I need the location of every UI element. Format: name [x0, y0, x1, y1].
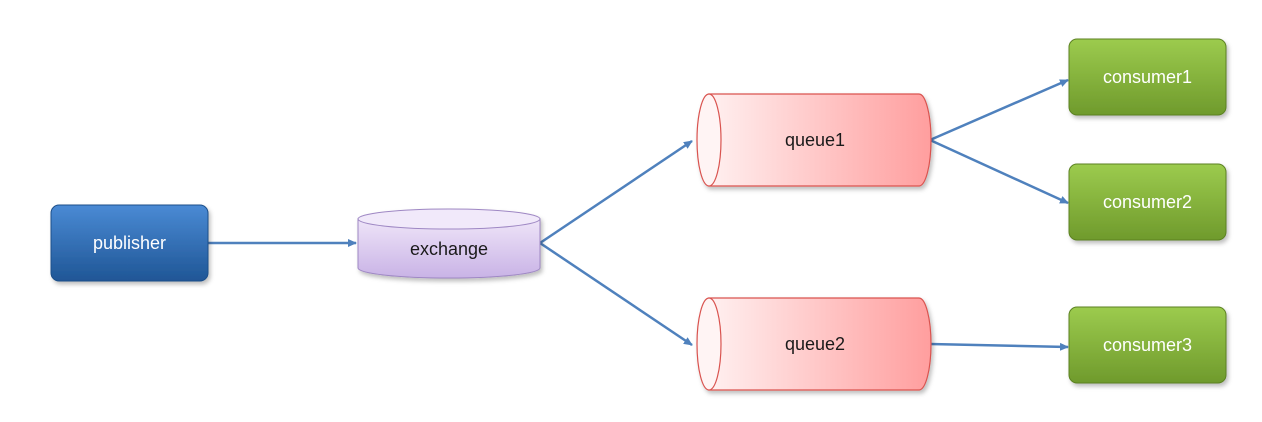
edge-queue1-consumer1	[929, 78, 1069, 142]
consumer1-node	[1068, 38, 1227, 116]
edge-queue1-consumer2	[929, 138, 1069, 205]
edge-exchange-queue1	[539, 139, 693, 245]
consumer3-node	[1068, 306, 1227, 384]
queue2-node	[696, 297, 932, 391]
edges	[208, 78, 1069, 351]
exchange-label: exchange	[410, 239, 488, 259]
edge-queue2-consumer3	[929, 342, 1069, 351]
publisher-label: publisher	[93, 233, 166, 253]
edge-exchange-queue2	[539, 241, 693, 347]
exchange-node	[357, 208, 541, 279]
consumer2-node	[1068, 163, 1227, 241]
consumer3-label: consumer3	[1103, 335, 1192, 355]
consumer1-label: consumer1	[1103, 67, 1192, 87]
queue1-label: queue1	[785, 130, 845, 150]
publisher-node	[50, 204, 209, 282]
queue1-node	[696, 93, 932, 187]
consumer2-label: consumer2	[1103, 192, 1192, 212]
queue2-label: queue2	[785, 334, 845, 354]
